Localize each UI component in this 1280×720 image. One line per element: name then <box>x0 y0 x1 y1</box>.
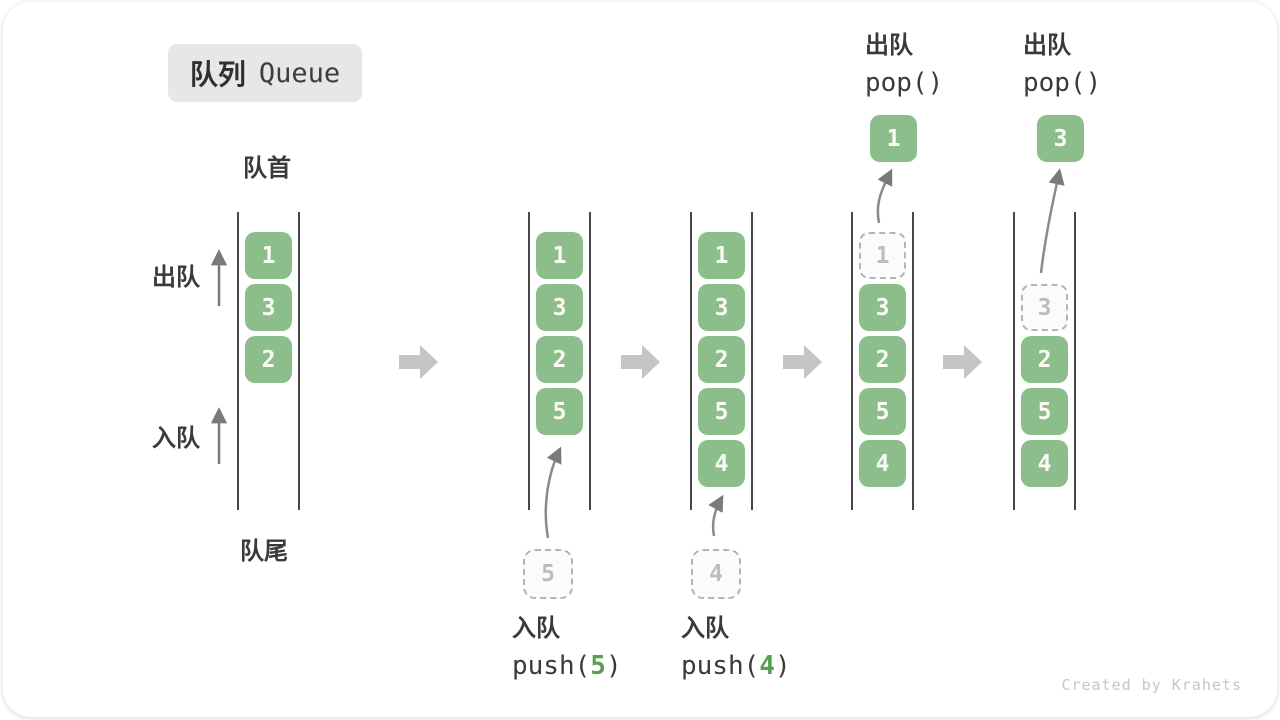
diagram-card-background <box>3 2 1277 717</box>
pop2-code-label: pop() <box>1023 68 1102 98</box>
queue-rail <box>298 212 300 510</box>
queue-rail <box>851 212 853 510</box>
queue-cell: 5 <box>859 388 906 435</box>
queue-rail <box>912 212 914 510</box>
queue-cell: 4 <box>698 440 745 487</box>
push5-code-post: ) <box>605 651 622 681</box>
queue-cell: 3 <box>698 284 745 331</box>
push4-code-pre: push( <box>681 651 760 681</box>
queue-cell: 2 <box>859 336 906 383</box>
queue-state-2: 1 3 2 5 <box>528 212 591 510</box>
staged-value-box: 5 <box>523 549 573 599</box>
queue-cell: 4 <box>859 440 906 487</box>
pop1-code-label: pop() <box>865 68 944 98</box>
title-zh: 队列 <box>189 59 246 90</box>
popped-value-box: 1 <box>870 115 917 162</box>
queue-rear-label: 队尾 <box>240 538 288 565</box>
queue-cell: 3 <box>536 284 583 331</box>
queue-state-4: 1 3 2 5 4 <box>851 212 914 510</box>
queue-rail <box>589 212 591 510</box>
dequeue-label: 出队 <box>152 264 200 291</box>
queue-cell: 1 <box>698 232 745 279</box>
queue-cell: 4 <box>1021 440 1068 487</box>
title-badge: 队列 Queue <box>168 44 362 102</box>
push5-code-label: push(5) <box>512 651 622 681</box>
push4-code-post: ) <box>774 651 791 681</box>
pop2-zh-label: 出队 <box>1023 32 1071 59</box>
queue-cell: 2 <box>1021 336 1068 383</box>
queue-cell: 3 <box>245 284 292 331</box>
pop1-operation-label: 出队 pop() <box>865 32 944 98</box>
removed-queue-cell: 1 <box>859 232 906 279</box>
queue-state-5: 3 2 5 4 <box>1013 212 1076 510</box>
queue-cell: 5 <box>536 388 583 435</box>
push4-code-arg: 4 <box>759 651 775 681</box>
queue-cell: 1 <box>536 232 583 279</box>
title-en: Queue <box>258 57 341 89</box>
push4-zh-label: 入队 <box>681 615 729 642</box>
queue-rail <box>751 212 753 510</box>
queue-cell: 2 <box>536 336 583 383</box>
queue-cell: 1 <box>245 232 292 279</box>
queue-rail <box>237 212 239 510</box>
queue-rail <box>1013 212 1015 510</box>
queue-cell: 5 <box>698 388 745 435</box>
push4-operation-label: 入队 push(4) <box>681 615 791 681</box>
pop1-zh-label: 出队 <box>865 32 913 59</box>
push5-code-pre: push( <box>512 651 591 681</box>
staged-value-box: 4 <box>691 549 741 599</box>
queue-state-1: 1 3 2 <box>237 212 300 510</box>
queue-cell: 5 <box>1021 388 1068 435</box>
push4-code-label: push(4) <box>681 651 791 681</box>
watermark: Created by Krahets <box>1061 676 1242 694</box>
enqueue-label: 入队 <box>152 425 200 452</box>
queue-cell: 2 <box>698 336 745 383</box>
push5-code-arg: 5 <box>590 651 606 681</box>
queue-rail <box>690 212 692 510</box>
removed-queue-cell: 3 <box>1021 284 1068 331</box>
queue-state-3: 1 3 2 5 4 <box>690 212 753 510</box>
push5-operation-label: 入队 push(5) <box>512 615 622 681</box>
queue-cell: 2 <box>245 336 292 383</box>
pop2-operation-label: 出队 pop() <box>1023 32 1102 98</box>
queue-cell: 3 <box>859 284 906 331</box>
queue-rail <box>1074 212 1076 510</box>
queue-front-label: 队首 <box>243 155 291 182</box>
push5-zh-label: 入队 <box>512 615 560 642</box>
popped-value-box: 3 <box>1037 115 1084 162</box>
queue-rail <box>528 212 530 510</box>
